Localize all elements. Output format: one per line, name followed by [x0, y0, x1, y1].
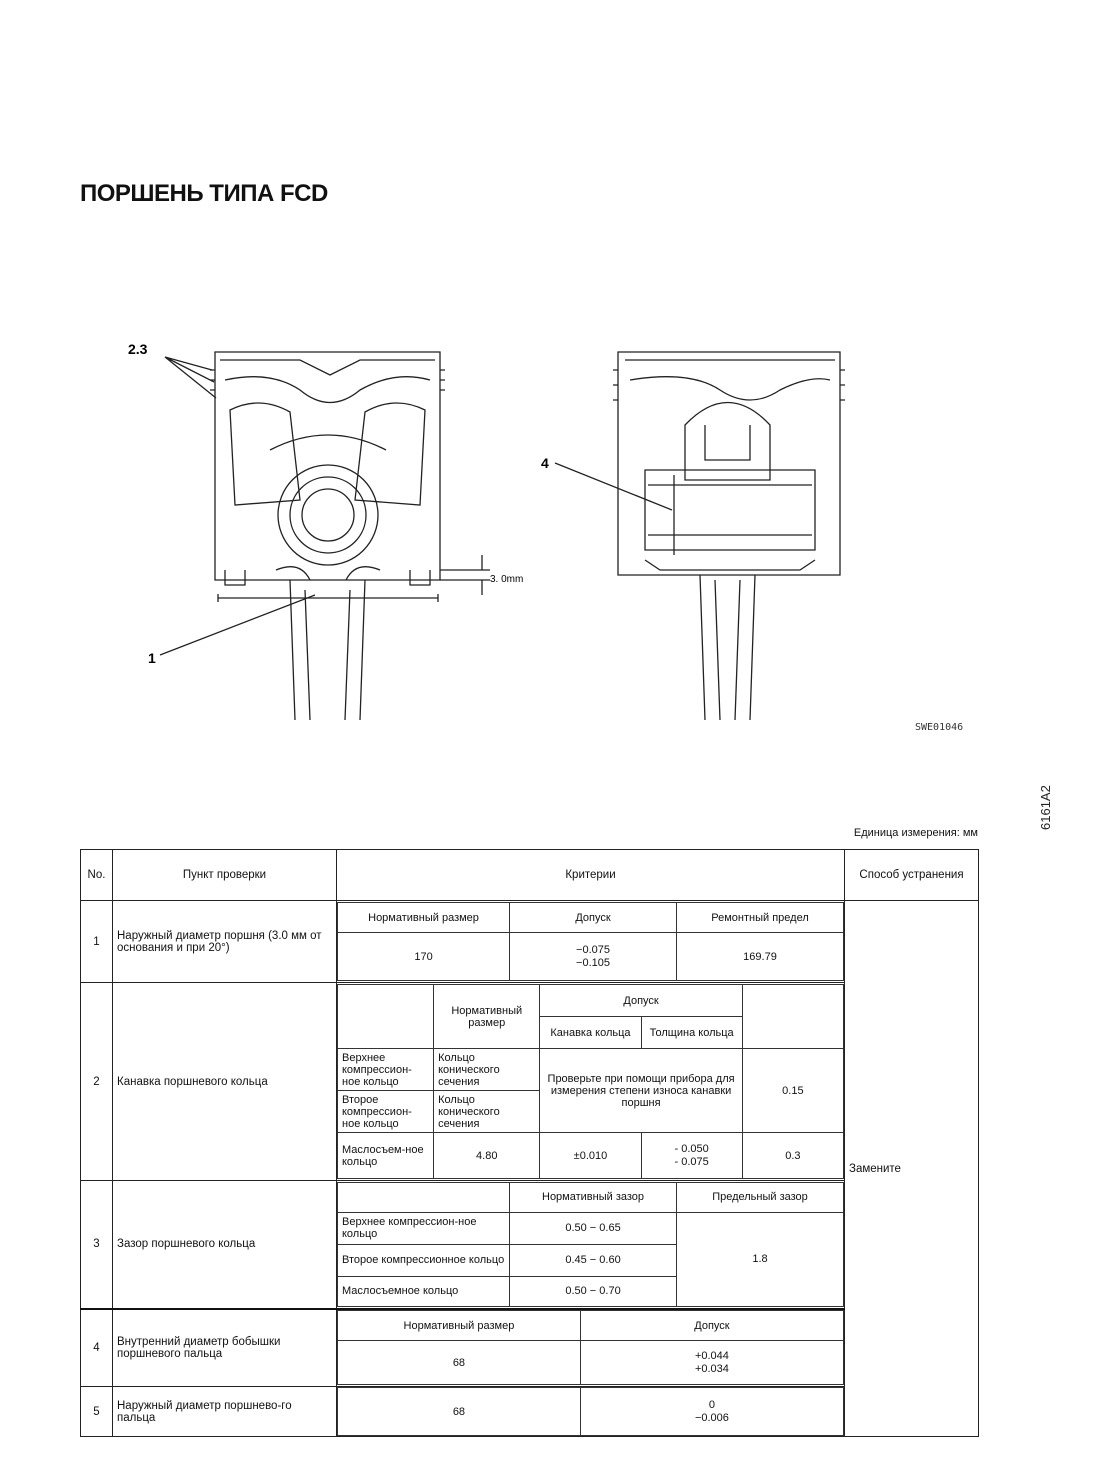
row-no: 5: [80, 1386, 113, 1437]
row-no: 1: [80, 900, 113, 983]
figure-code: SWE01046: [915, 722, 964, 733]
remedy-cell: Замените: [844, 900, 979, 1437]
ring-oil: Маслосъем-ное кольцо: [336, 1132, 435, 1179]
subheader-tol: Допуск: [539, 984, 743, 1017]
top-gap: 0.50 − 0.65: [509, 1211, 677, 1245]
side-code: 6161A2: [1038, 785, 1053, 830]
page-title: ПОРШЕНЬ ТИПА FCD: [80, 180, 328, 207]
std-value: 68: [337, 1387, 581, 1436]
subheader-tol: Допуск: [579, 1310, 845, 1342]
table-row: 3 Зазор поршневого кольца Нормативный за…: [80, 1180, 979, 1310]
oil-thickness: - 0.050- 0.075: [640, 1132, 743, 1179]
label-1: 1: [148, 650, 156, 666]
row-no: 2: [80, 982, 113, 1181]
row-item: Зазор поршневого кольца: [112, 1180, 337, 1310]
oil-limit: 0.3: [741, 1132, 845, 1179]
table-row: 1 Наружный диаметр поршня (3.0 мм от осн…: [80, 900, 979, 1437]
subheader-tol: Допуск: [509, 902, 677, 933]
tol-value: 0−0.006: [579, 1387, 845, 1436]
dimension-label: 3. 0mm: [490, 574, 523, 585]
header-remedy: Способ устранения: [844, 849, 979, 901]
criteria-table: Нормативный зазор Предельный зазор Верхн…: [336, 1181, 844, 1307]
piston-diagram: 2.3 1 4 3. 0mm: [0, 330, 1111, 750]
subheader-std: Нормативный размер: [433, 984, 541, 1049]
header-criteria: Критерии: [336, 849, 845, 901]
row-no: 4: [80, 1308, 113, 1387]
ring-top: Верхнее компрессион-ное кольцо: [336, 1048, 435, 1091]
subheader-std-gap: Нормативный зазор: [509, 1181, 677, 1213]
subheader-std: Нормативный размер: [336, 902, 511, 933]
oil-groove: ±0.010: [539, 1132, 642, 1179]
subheader-limit: Ремонтный предел: [676, 902, 844, 933]
std-value: 170: [336, 932, 511, 981]
ring-second: Второе компрессион-ное кольцо: [336, 1090, 435, 1133]
oil-gap: 0.50 − 0.70: [509, 1275, 677, 1307]
row-item: Наружный диаметр поршнево-го пальца: [112, 1386, 337, 1437]
left-piston-view: [210, 351, 490, 721]
header-no: No.: [80, 849, 113, 901]
label-4: 4: [541, 455, 549, 471]
table-row: 4 Внутренний диаметр бобышки поршневого …: [80, 1308, 979, 1387]
ring-top-std: Кольцо конического сечения: [433, 1048, 541, 1091]
spec-table: No. Пункт проверки Критерии Способ устра…: [80, 849, 979, 1437]
label-2-3: 2.3: [128, 341, 148, 357]
criteria-cell: Нормативный размер Допуск 68 +0.044+0.03…: [336, 1308, 845, 1387]
right-piston-view: [613, 351, 845, 721]
criteria-table: Нормативный размер Допуск 68 +0.044+0.03…: [337, 1310, 845, 1386]
ring-second: Второе компрессионное кольцо: [336, 1243, 511, 1277]
limit-value: 169.79: [676, 932, 844, 981]
row-item: Внутренний диаметр бобышки поршневого па…: [112, 1308, 337, 1387]
limit-compression: 0.15: [741, 1048, 845, 1133]
tol-value: −0.075−0.105: [509, 932, 677, 981]
table-row: 5 Наружный диаметр поршнево-го пальца 68…: [80, 1386, 979, 1437]
criteria-cell: 68 0−0.006: [336, 1386, 845, 1437]
criteria-table: Нормативный размер Допуск Ремонтный пред…: [336, 902, 844, 981]
table-row: 2 Канавка поршневого кольца Нормативный …: [80, 982, 979, 1181]
unit-note: Единица измерения: мм: [853, 827, 978, 839]
header-item: Пункт проверки: [112, 849, 337, 901]
subheader-limit-gap: Предельный зазор: [676, 1181, 844, 1213]
subheader-std: Нормативный размер: [337, 1310, 581, 1342]
criteria-cell: Нормативный зазор Предельный зазор Верхн…: [336, 1180, 845, 1310]
criteria-table: Нормативный размер Допуск Канавка кольца…: [336, 984, 845, 1179]
criteria-cell: Нормативный размер Допуск Канавка кольца…: [336, 982, 845, 1181]
gap-limit: 1.8: [676, 1211, 844, 1307]
table-header-row: No. Пункт проверки Критерии Способ устра…: [80, 849, 979, 901]
piston-drawing: 2.3 1 4 3. 0mm: [128, 341, 845, 721]
row-item: Канавка поршневого кольца: [112, 982, 337, 1181]
tol-value: +0.044+0.034: [579, 1340, 845, 1386]
ring-second-std: Кольцо конического сечения: [433, 1090, 541, 1133]
ring-oil: Маслосъемное кольцо: [336, 1275, 511, 1307]
oil-std: 4.80: [433, 1132, 541, 1179]
row-item: Наружный диаметр поршня (3.0 мм от основ…: [112, 900, 337, 983]
subheader-thickness: Толщина кольца: [640, 1016, 743, 1049]
criteria-table: 68 0−0.006: [337, 1387, 845, 1436]
second-gap: 0.45 − 0.60: [509, 1243, 677, 1277]
criteria-cell: Нормативный размер Допуск Ремонтный пред…: [336, 900, 845, 983]
check-note: Проверьте при помощи прибора для измерен…: [539, 1048, 743, 1133]
subheader-groove: Канавка кольца: [539, 1016, 642, 1049]
std-value: 68: [337, 1340, 581, 1386]
ring-top: Верхнее компрессион-ное кольцо: [336, 1211, 511, 1245]
row-no: 3: [80, 1180, 113, 1310]
